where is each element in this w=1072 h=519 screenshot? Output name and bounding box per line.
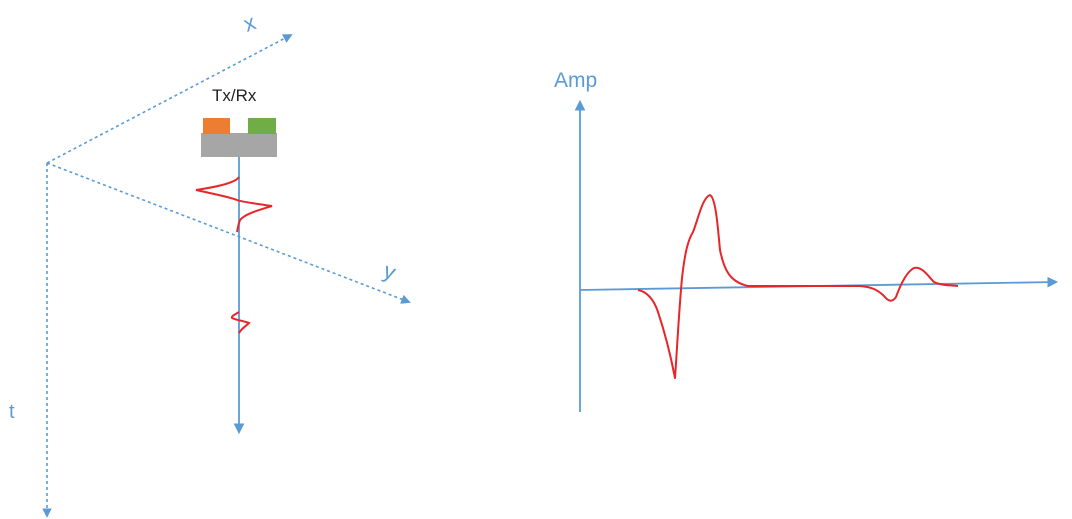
x-axis-line bbox=[46, 34, 293, 164]
amplitude-waveform bbox=[637, 194, 959, 379]
vertical-wavelet-secondary bbox=[230, 311, 251, 334]
t-axis-label: t bbox=[9, 401, 15, 423]
amplitude-plot: Amp bbox=[554, 69, 1059, 412]
y-axis-line bbox=[46, 162, 411, 304]
receiver-block bbox=[248, 118, 276, 134]
left-3d-axes: x y t bbox=[9, 9, 411, 518]
transmitter-block bbox=[203, 118, 230, 134]
x-axis-label: x bbox=[240, 9, 259, 36]
antenna-label: Tx/Rx bbox=[212, 86, 257, 105]
y-axis-label: y bbox=[380, 258, 399, 285]
antenna: Tx/Rx bbox=[201, 86, 277, 157]
antenna-body bbox=[201, 133, 277, 157]
vertical-wavelet-primary bbox=[195, 176, 273, 233]
amp-axis-label: Amp bbox=[554, 69, 597, 92]
